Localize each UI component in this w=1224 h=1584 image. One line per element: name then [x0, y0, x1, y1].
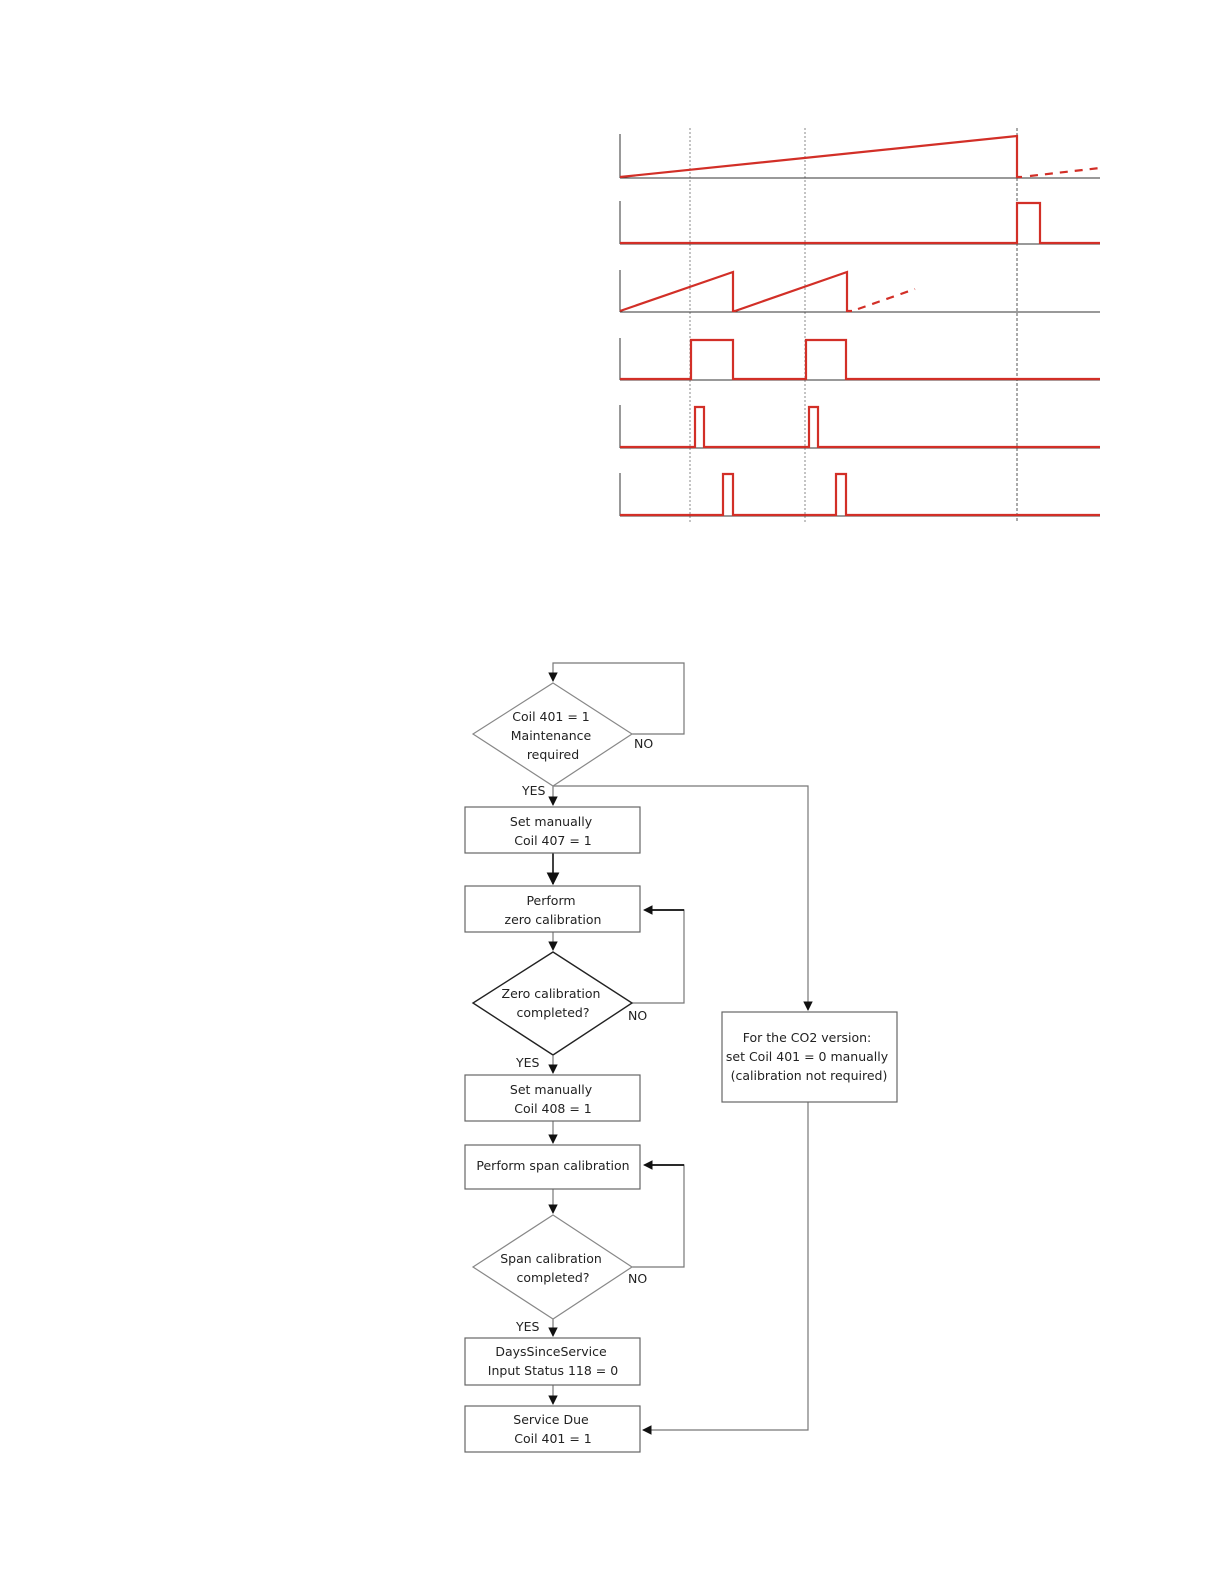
signal-row-1-continuation: [1029, 166, 1101, 178]
box-set-coil-408: Set manually Coil 408 = 1: [464, 1074, 641, 1122]
svg-text:Set manually Coil 407 =: Set manually Coil 407 = 1: [510, 814, 596, 848]
box-set-coil-407: Set manually Coil 407 = 1: [464, 806, 641, 854]
svg-text:Zero calibration complet: Zero calibration completed?: [502, 986, 605, 1020]
label-no-1: NO: [634, 736, 653, 751]
svg-text:Perform zero calibration: Perform zero calibration: [505, 893, 602, 927]
box-perform-span-calibration: Perform span calibration: [464, 1144, 641, 1190]
box-co2-version: For the CO2 version: set Coil 401 = 0 ma…: [721, 1011, 898, 1103]
label-yes-3: YES: [515, 1319, 540, 1334]
signal-row-6: [620, 472, 1100, 517]
decision-maintenance-required: Coil 401 = 1 Maintenance required: [471, 682, 634, 787]
decision-span-completed: Span calibration completed?: [471, 1214, 634, 1320]
signal-row-5: [620, 405, 1100, 449]
svg-text:Span calibration complet: Span calibration completed?: [500, 1251, 606, 1285]
label-no-3: NO: [628, 1271, 647, 1286]
signal-row-4: [620, 338, 1100, 381]
svg-text:Coil 401 = 1 Maintenance: Coil 401 = 1 Maintenance required: [511, 709, 595, 762]
svg-text:Perform span calibration: Perform span calibration: [476, 1158, 629, 1173]
svg-text:Set manually Coil 408 =: Set manually Coil 408 = 1: [510, 1082, 596, 1116]
decision-zero-completed: Zero calibration completed?: [471, 951, 634, 1056]
svg-text:DaysSinceService Input S: DaysSinceService Input Status 118 = 0: [488, 1344, 618, 1378]
signal-row-1: [619, 134, 1022, 179]
flow-connectors: [546, 662, 813, 1435]
signal-row-3-continuation: [857, 287, 916, 311]
box-perform-zero-calibration: Perform zero calibration: [464, 885, 641, 933]
box-service-due: Service Due Coil 401 = 1: [464, 1405, 641, 1453]
timing-diagram: [619, 128, 1101, 522]
label-yes-2: YES: [515, 1055, 540, 1070]
signal-row-3: [619, 270, 852, 313]
label-no-2: NO: [628, 1008, 647, 1023]
svg-text:Service Due Coil 401 = 1: Service Due Coil 401 = 1: [513, 1412, 592, 1446]
signal-row-2: [620, 201, 1100, 245]
label-yes-1: YES: [521, 783, 546, 798]
svg-text:For the CO2 version: set: For the CO2 version: set Coil 401 = 0 ma…: [726, 1030, 892, 1083]
box-days-since-service: DaysSinceService Input Status 118 = 0: [464, 1337, 641, 1386]
